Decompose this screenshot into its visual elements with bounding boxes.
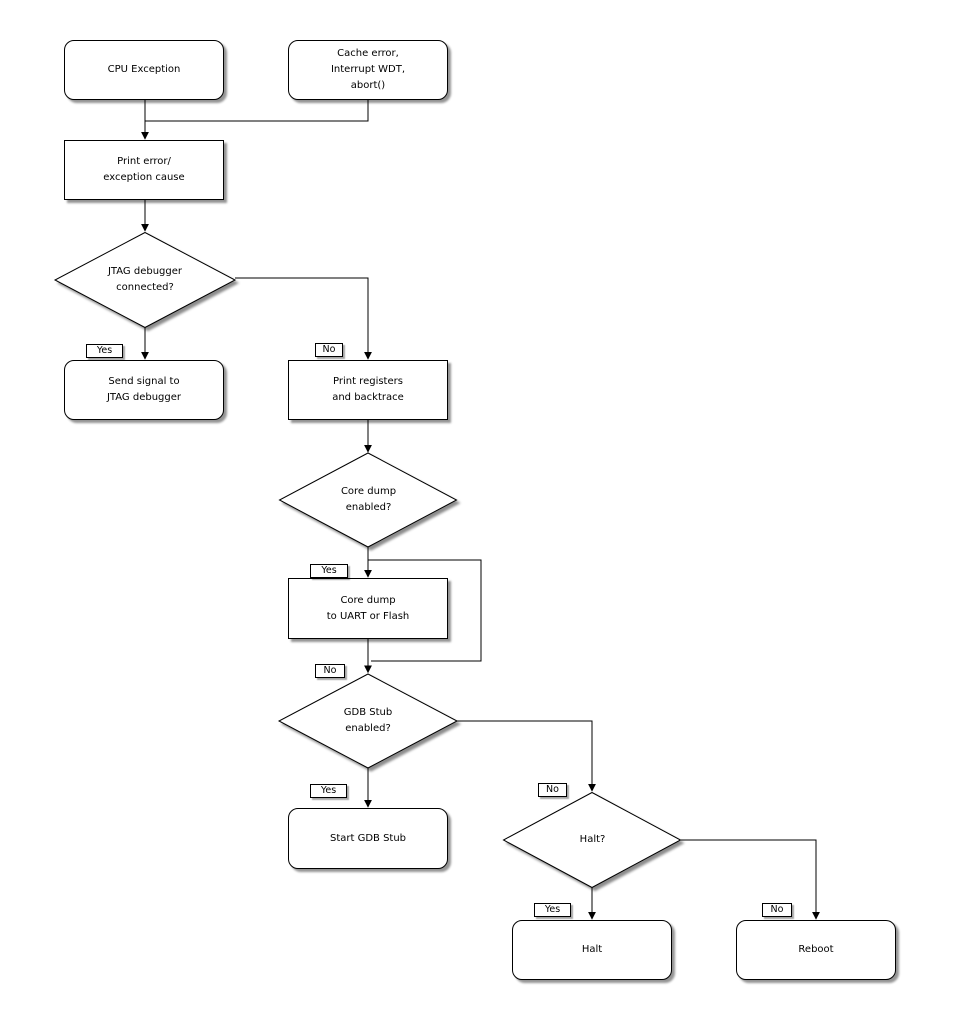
- diamond-jtag-connected: [53, 231, 237, 329]
- node-send-signal: Send signal to JTAG debugger: [64, 360, 224, 420]
- edge-halt-no-to-reboot: [681, 839, 820, 920]
- node-print-registers-label: Print registers and backtrace: [332, 376, 404, 403]
- edge-jtag-no-to-print-registers: [235, 277, 372, 360]
- edge-label-halt-yes: Yes: [534, 903, 571, 917]
- edge-label-gdb-yes: Yes: [310, 784, 347, 798]
- node-cache-error: Cache error, Interrupt WDT, abort(): [288, 40, 448, 100]
- edge-label-coredump-no: No: [315, 664, 345, 678]
- node-reboot-label: Reboot: [798, 944, 834, 955]
- node-print-error-label: Print error/ exception cause: [103, 156, 185, 183]
- node-cpu-exception-label: CPU Exception: [107, 64, 181, 75]
- node-core-dump-label: Core dump to UART or Flash: [326, 594, 410, 622]
- node-core-dump: Core dump to UART or Flash: [288, 578, 448, 639]
- edge-label-jtag-no: No: [315, 343, 343, 357]
- node-reboot: Reboot: [736, 920, 896, 980]
- node-cache-error-label: Cache error, Interrupt WDT, abort(): [330, 48, 406, 91]
- diamond-gdb-stub-enabled: [277, 673, 459, 769]
- edge-label-jtag-yes: Yes: [86, 344, 123, 358]
- node-start-gdb-stub-label: Start GDB Stub: [329, 832, 407, 844]
- edge-coredump-no-bypass: [368, 559, 482, 662]
- diamond-halt-question: [502, 791, 682, 889]
- edge-cache-error-join: [145, 100, 369, 122]
- node-cpu-exception: CPU Exception: [64, 40, 224, 100]
- node-send-signal-label: Send signal to JTAG debugger: [106, 376, 182, 403]
- node-print-error: Print error/ exception cause: [64, 140, 224, 200]
- edge-label-coredump-yes: Yes: [310, 564, 348, 578]
- node-start-gdb-stub: Start GDB Stub: [288, 808, 448, 869]
- edge-gdb-no-to-halt-q: [457, 720, 596, 792]
- edge-label-gdb-no: No: [538, 783, 567, 797]
- diamond-core-dump-enabled: [278, 452, 458, 548]
- node-halt-label: Halt: [581, 944, 603, 955]
- node-print-registers: Print registers and backtrace: [288, 360, 448, 420]
- node-halt: Halt: [512, 920, 672, 980]
- edge-label-halt-no: No: [762, 903, 792, 917]
